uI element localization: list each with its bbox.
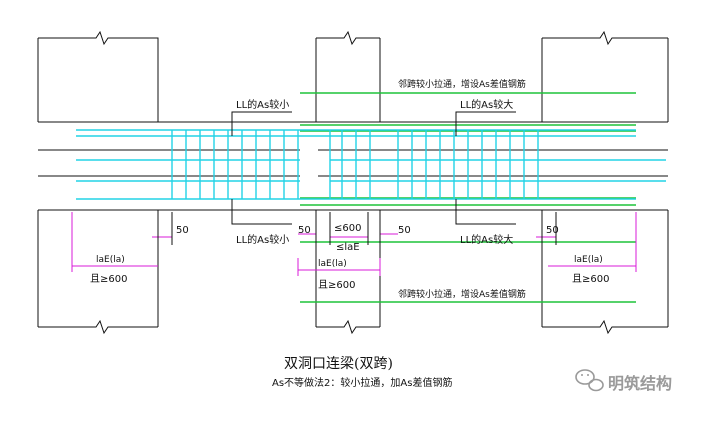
diagram-subtitle: As不等做法2：较小拉通，加As差值钢筋 — [272, 376, 452, 389]
mid-spacing-lae-label: ≤laE — [336, 242, 360, 253]
gap-right-label: 50 — [546, 225, 559, 236]
anchor-mid-label: laE(la) — [318, 259, 347, 269]
left-bottom-as-label: LL的As较小 — [236, 233, 289, 246]
left-wall-pier — [37, 30, 159, 335]
right-top-as-label: LL的As较大 — [460, 98, 513, 111]
watermark-text: 明筑结构 — [608, 374, 672, 393]
anchor-left-label: laE(la) — [96, 255, 125, 265]
gap-mid-left-label: 50 — [298, 225, 311, 236]
label-leaders — [231, 111, 516, 225]
gap-left-label: 50 — [176, 225, 189, 236]
top-green-note: 邻跨较小拉通，增设As差值钢筋 — [398, 78, 526, 90]
anchor-right-label: laE(la) — [574, 255, 603, 265]
left-top-as-label: LL的As较小 — [236, 98, 289, 111]
dimension-ticks — [157, 212, 557, 245]
watermark: 明筑结构 — [575, 369, 672, 393]
mid-spacing-label: ≤600 — [334, 223, 361, 234]
wechat-icon — [575, 369, 604, 392]
longitudinal-rebars-cyan — [76, 129, 666, 200]
bottom-green-note: 邻跨较小拉通，增设As差值钢筋 — [398, 288, 526, 300]
right-bottom-as-label: LL的As较大 — [460, 233, 513, 246]
gap-mid-right-label: 50 — [398, 225, 411, 236]
diagram-title: 双洞口连梁(双跨) — [284, 356, 393, 372]
anchor-mid-min-label: 且≥600 — [318, 279, 355, 291]
anchor-right-min-label: 且≥600 — [572, 273, 609, 285]
stirrups-left-span — [171, 130, 299, 199]
coupling-beam-outline — [38, 121, 668, 211]
stirrups-right-span — [329, 130, 539, 199]
anchor-left-min-label: 且≥600 — [90, 273, 127, 285]
right-wall-pier — [541, 30, 669, 335]
dimension-lines — [71, 212, 637, 276]
